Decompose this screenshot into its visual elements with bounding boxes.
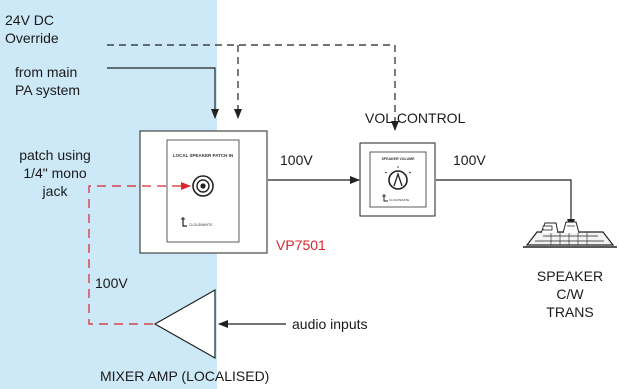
speaker-label-line2: C/W — [556, 286, 584, 302]
voltage-label-vol-to-speaker: 100V — [453, 152, 486, 168]
amplifier-triangle-icon — [153, 288, 216, 360]
ceiling-speaker-icon — [523, 221, 617, 248]
vol-control-title: VOL.CONTROL — [365, 110, 466, 126]
mono-jack-socket-icon — [192, 175, 214, 197]
voltage-label-patch-to-vol: 100V — [280, 152, 313, 168]
volume-control-panel: SPEAKER VOLUME CLOUDWHITE — [359, 142, 436, 217]
speaker-label-line3: TRANS — [546, 304, 594, 320]
vol-panel-brand: CLOUDWHITE — [389, 198, 409, 202]
brand-logo-icon — [181, 217, 187, 227]
patch-label-line3: jack — [42, 183, 68, 199]
vol-brand-logo-icon — [382, 194, 388, 202]
speaker-label-line1: SPEAKER — [536, 268, 604, 284]
mixer-amp-label: MIXER AMP (LOCALISED) — [100, 368, 270, 384]
line-vol-to-speaker — [436, 179, 575, 229]
override-label-line1: 24V DC — [5, 12, 55, 28]
patch-label-line2: 1/4" mono — [23, 165, 87, 181]
patch-label-line1: patch using — [19, 147, 91, 163]
override-label-line2: Override — [5, 30, 59, 46]
main-pa-label-line2: PA system — [15, 82, 81, 98]
model-number-label: VP7501 — [276, 237, 326, 253]
patch-panel-brand: CLOUDWHITE — [189, 223, 213, 227]
vol-panel-label: SPEAKER VOLUME — [382, 157, 416, 161]
patch-panel-label: LOCAL SPEAKER PATCH IN — [173, 153, 233, 158]
override-dashed-line — [107, 44, 399, 131]
patch-panel-vp7501: LOCAL SPEAKER PATCH IN CLOUDWHITE — [139, 130, 268, 254]
main-pa-line — [107, 67, 219, 119]
volume-knob-icon — [384, 166, 412, 190]
patch-red-dashed-line — [88, 182, 191, 325]
main-pa-label-line1: from main — [15, 64, 78, 80]
voltage-label-mixer-loop: 100V — [95, 275, 128, 291]
audio-inputs-label: audio inputs — [292, 316, 368, 332]
